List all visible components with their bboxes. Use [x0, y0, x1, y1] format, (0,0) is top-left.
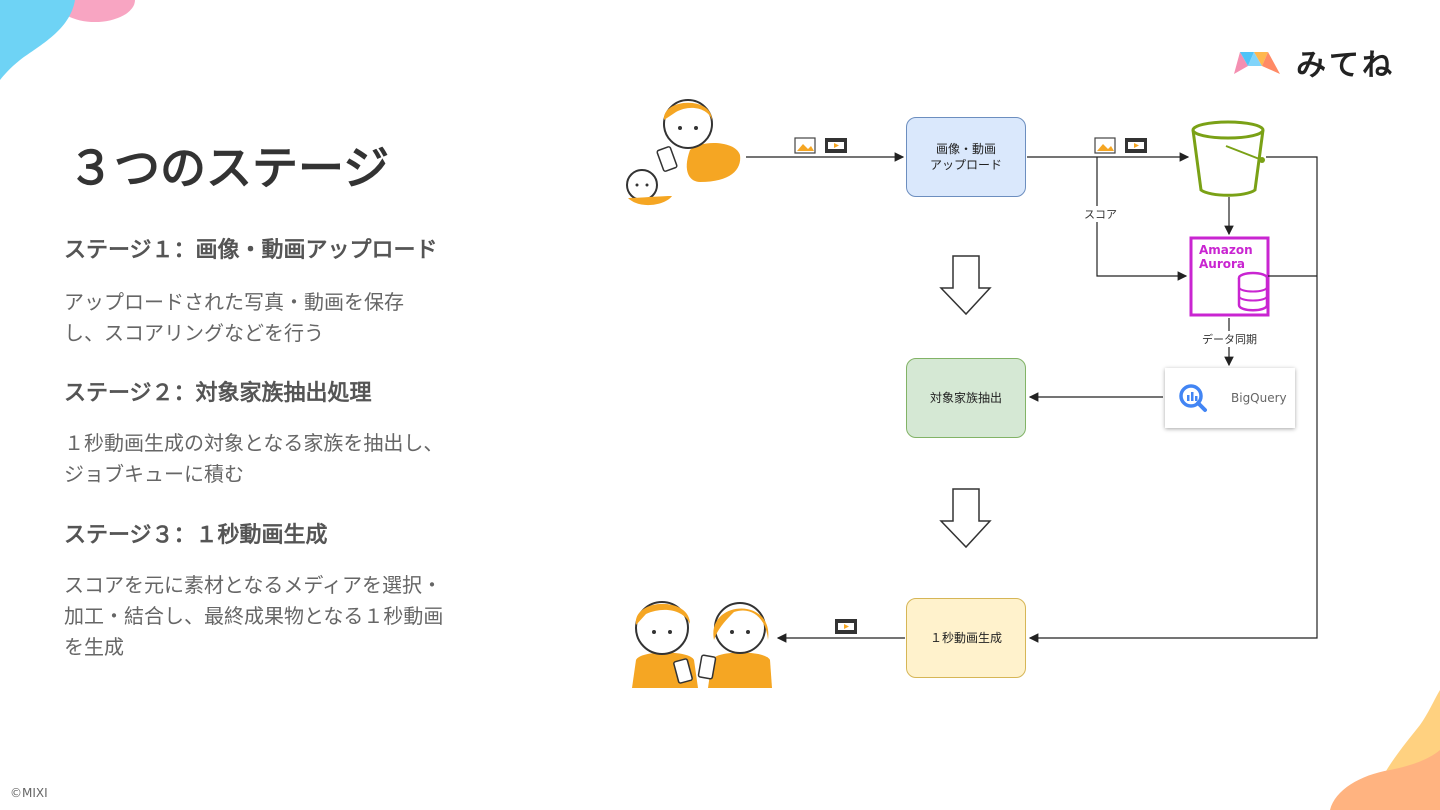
logo-text: みてね [1296, 48, 1395, 83]
bigquery-label: BigQuery [1231, 391, 1287, 405]
image-icon [1094, 137, 1116, 154]
video-icon [825, 138, 847, 153]
data-sync-edge-label: データ同期 [1200, 331, 1259, 347]
mitene-logo-mark-icon [1234, 52, 1280, 74]
corner-decoration-top-left [0, 0, 135, 80]
corner-decoration-bottom-right [1330, 690, 1440, 810]
video-generation-node: １秒動画生成 [906, 598, 1026, 678]
down-arrow-icon [939, 488, 992, 549]
family-extraction-node: 対象家族抽出 [906, 358, 1026, 438]
video-icon [835, 619, 857, 634]
page-title: ３つのステージ [68, 141, 390, 195]
copyright: ©MIXI [10, 786, 48, 800]
parent-baby-illustration [626, 99, 741, 206]
video-icon [1125, 138, 1147, 153]
stage-1-description: アップロードされた写真・動画を保存 し、スコアリングなどを行う [64, 290, 404, 345]
parents-with-phones-illustration [632, 601, 772, 688]
stage-3-heading: ステージ３：１秒動画生成 [64, 523, 328, 548]
stage-2-heading: ステージ２：対象家族抽出処理 [64, 381, 372, 406]
stage-2-description: １秒動画生成の対象となる家族を抽出し、 ジョブキューに積む [64, 431, 444, 486]
image-icon [794, 137, 816, 154]
s3-bucket-icon [1191, 120, 1265, 197]
bigquery-node: BigQuery [1165, 368, 1295, 428]
stage-1-heading: ステージ１：画像・動画アップロード [64, 238, 438, 263]
aurora-label: Amazon Aurora [1199, 243, 1253, 271]
mitene-logo: みてね [1234, 40, 1395, 84]
score-edge-label: スコア [1082, 206, 1119, 222]
stage-3-description: スコアを元に素材となるメディアを選択・ 加工・結合し、最終成果物となる１秒動画 … [64, 573, 444, 659]
upload-node: 画像・動画 アップロード [906, 117, 1026, 197]
down-arrow-icon [939, 255, 992, 316]
bigquery-icon [1179, 384, 1207, 412]
